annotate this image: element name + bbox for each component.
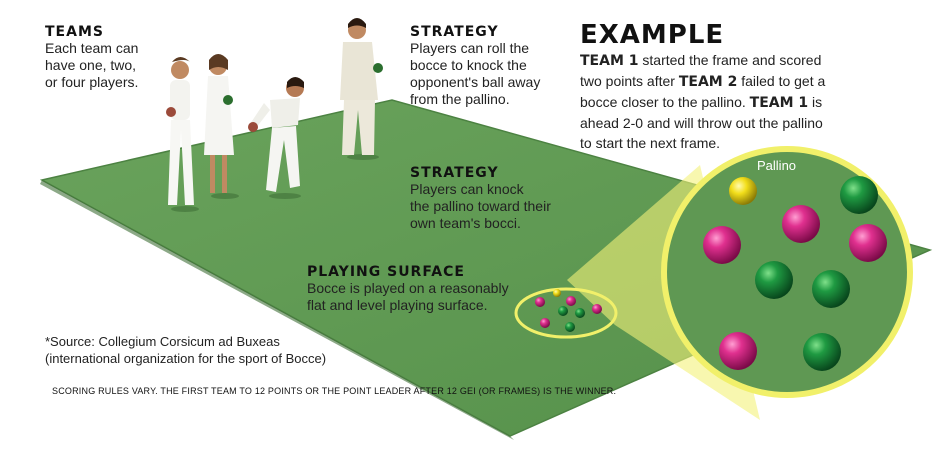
example-line: two points after TEAM 2 failed to get a (580, 71, 825, 92)
team-2-label: TEAM 2 (678, 74, 738, 90)
strategy-roll-callout: STRATEGY Players can roll the bocce to k… (410, 24, 540, 108)
example-text: failed to get a (737, 73, 826, 89)
example-text: is (808, 94, 823, 110)
player-figure (204, 54, 239, 199)
green-ball (755, 261, 793, 299)
strategy-knock-callout: STRATEGY Players can knock the pallino t… (410, 165, 551, 232)
court-ball-green (565, 322, 575, 332)
player-figure (248, 77, 304, 199)
strategy-text-line: bocce to knock the (410, 57, 527, 73)
magnified-balls (703, 176, 887, 371)
teams-heading: TEAMS (45, 24, 104, 40)
example-title: EXAMPLE (580, 20, 725, 50)
example-line: bocce closer to the pallino. TEAM 1 is (580, 92, 825, 113)
strategy-heading: STRATEGY (410, 165, 499, 181)
example-text: started the frame and scored (638, 52, 822, 68)
court-edge-shadow (40, 180, 514, 440)
example-text: bocce closer to the pallino. (580, 94, 750, 110)
example-line: ahead 2-0 and will throw out the pallino (580, 115, 823, 131)
pallino-label: Pallino (757, 158, 797, 173)
source-note: *Source: Collegium Corsicum ad Buxeas (i… (45, 333, 326, 367)
balls-ellipse (514, 287, 618, 339)
magenta-ball (703, 226, 741, 264)
teams-text-line: have one, two, (45, 57, 137, 73)
team-1-label: TEAM 1 (580, 53, 639, 69)
teams-text-line: or four players. (45, 74, 139, 90)
surface-text-line: flat and level playing surface. (307, 297, 488, 313)
source-line: (international organization for the spor… (45, 351, 327, 366)
magenta-ball (849, 224, 887, 262)
court-ball-green (558, 306, 568, 316)
green-ball (840, 176, 878, 214)
strategy-text-line: Players can roll the (410, 40, 530, 56)
green-ball (803, 333, 841, 371)
surface-heading: PLAYING SURFACE (307, 264, 465, 280)
teams-callout: TEAMS Each team can have one, two, or fo… (45, 24, 138, 91)
court-ball-green (575, 308, 585, 318)
example-callout: EXAMPLE TEAM 1 started the frame and sco… (580, 20, 825, 153)
green-ball (812, 270, 850, 308)
player-figure (166, 57, 199, 212)
scoring-footnote: SCORING RULES VARY. THE FIRST TEAM TO 12… (52, 386, 617, 396)
surface-callout: PLAYING SURFACE Bocce is played on a rea… (307, 264, 509, 314)
magenta-ball (782, 205, 820, 243)
strategy-text-line: own team's bocci. (410, 215, 521, 231)
surface-text-line: Bocce is played on a reasonably (307, 280, 509, 296)
player-figure (340, 18, 383, 160)
court-ball-magenta (535, 297, 545, 307)
strategy-text-line: opponent's ball away (410, 74, 541, 90)
court-ball-pallino (553, 289, 561, 297)
team-1-label: TEAM 1 (749, 95, 809, 111)
source-line: *Source: Collegium Corsicum ad Buxeas (45, 334, 280, 349)
strategy-text-line: the pallino toward their (410, 198, 551, 214)
example-line: to start the next frame. (580, 135, 721, 151)
example-line: TEAM 1 started the frame and scored (580, 50, 825, 71)
court-ball-magenta (566, 296, 576, 306)
court-balls (535, 289, 602, 332)
teams-text-line: Each team can (45, 40, 139, 56)
court-ball-magenta (592, 304, 602, 314)
example-text: two points after (580, 73, 679, 89)
strategy-heading: STRATEGY (410, 24, 499, 40)
strategy-text-line: Players can knock (410, 181, 524, 197)
strategy-text-line: from the pallino. (410, 91, 510, 107)
magenta-ball (719, 332, 757, 370)
pallino-ball (729, 177, 757, 205)
court-ball-magenta (540, 318, 550, 328)
